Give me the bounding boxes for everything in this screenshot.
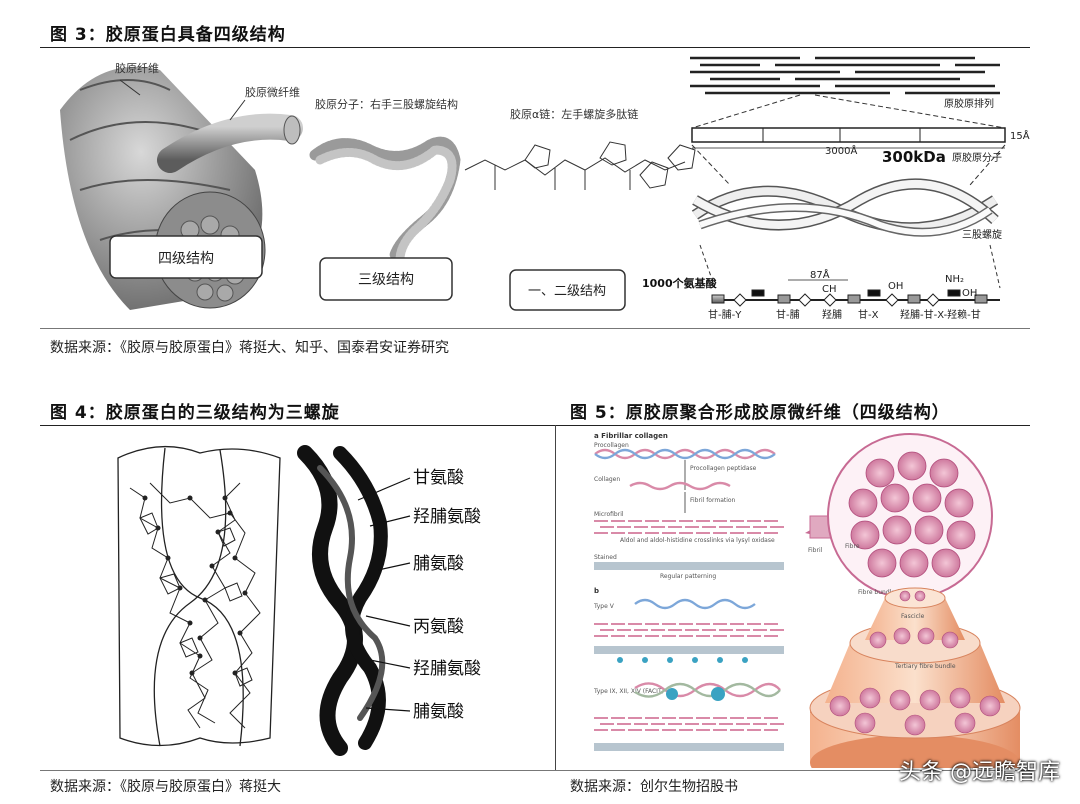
amino-acid-symbols: [711, 289, 988, 307]
figure-5-illustration: a Fibrillar collagen Procollagen Procoll…: [593, 432, 1021, 768]
figure-5-source: 数据来源：创尔生物招股书: [570, 779, 738, 795]
label-collagen-microfiber: 胶原微纤维: [245, 85, 300, 99]
label-triple-helix: 三股螺旋: [962, 228, 1002, 241]
label-300kda: 300kDa: [882, 148, 946, 166]
type-v-band: [594, 646, 784, 654]
label-nh2: NH₂: [945, 274, 964, 285]
figure-3-source: 数据来源：《胶原与胶原蛋白》蒋挺大、知乎、国泰君安证券研究: [50, 340, 449, 356]
collagen-helix-graphic: [629, 481, 731, 491]
label-b: b: [594, 587, 599, 595]
atom-nodes: [142, 495, 248, 676]
label-3000-angstrom: 3000Å: [825, 144, 857, 157]
facit-band: [594, 743, 784, 751]
figure-divider: [555, 425, 556, 770]
label-microfibril: Microfibril: [594, 511, 624, 518]
zoom-lines-lower: [699, 244, 1001, 289]
residue-label-3: 脯氨酸: [413, 554, 464, 574]
residue-label-4: 丙氨酸: [413, 617, 464, 637]
label-amino-count: 1000个氨基酸: [642, 276, 718, 290]
figure-4-panel: 甘氨酸 羟脯氨酸 脯氨酸 丙氨酸 羟脯氨酸 脯氨酸: [40, 428, 552, 768]
figure-5-panel: a Fibrillar collagen Procollagen Procoll…: [560, 428, 1030, 768]
figures-4-5-bottom-rule: [40, 770, 1030, 771]
label-peptidase: Procollagen peptidase: [690, 465, 757, 472]
label-alpha-chain: 胶原α链：左手螺旋多肽链: [510, 107, 638, 121]
triple-helix-cylinder-graphic: [117, 445, 281, 747]
label-fibril: Fibril: [808, 547, 823, 554]
label-primary-secondary: 一、二级结构: [528, 284, 606, 299]
label-regular-patterning: Regular patterning: [660, 573, 716, 580]
atom-network-graphic: [129, 482, 261, 729]
watermark: 头条 @远瞻智库: [899, 760, 1060, 785]
label-quaternary: 四级结构: [158, 251, 214, 267]
type-v-fibril-graphic: [594, 623, 785, 637]
type-v-dots: [617, 657, 748, 663]
figure-3-panel: 胶原纤维 胶原微纤维 四级结构 胶原分子：右手三股螺旋结构 三级结构 胶原α链：…: [40, 50, 1030, 325]
figure-4-title: 图 4：胶原蛋白的三级结构为三螺旋: [50, 403, 340, 423]
seq-label-4: 甘-X: [858, 308, 879, 321]
label-ch: CH: [822, 284, 837, 295]
zoom-lines: [691, 94, 1006, 186]
label-crosslinks: Aldol and aldol-histidine crosslinks via…: [620, 537, 775, 544]
label-fibre: Fibre: [845, 543, 860, 550]
primary-secondary-box: [509, 269, 626, 311]
tertiary-box: [319, 257, 453, 301]
triple-helix-graphic: [309, 136, 461, 265]
procollagen-arrangement-graphic: [690, 56, 1000, 95]
seq-label-3: 羟脯: [822, 308, 842, 321]
seq-label-1: 甘-脯-Y: [708, 308, 742, 321]
figure-4-illustration: 甘氨酸 羟脯氨酸 脯氨酸 丙氨酸 羟脯氨酸 脯氨酸: [117, 445, 481, 756]
facit-helix-graphic: [634, 682, 781, 698]
microfibril-graphic: [594, 520, 785, 534]
figure-3-top-rule: [40, 47, 1030, 48]
label-tertiary: 三级结构: [358, 272, 414, 288]
figures-4-5-top-rule: [40, 425, 1030, 426]
quaternary-box: [109, 235, 263, 279]
seq-label-2: 甘-脯: [776, 308, 800, 321]
fibre-bundle-graphic: [805, 433, 993, 599]
label-procollagen: Procollagen: [594, 442, 629, 449]
label-tertiary-bundle: Tertiary fibre bundle: [894, 663, 956, 670]
label-fascicle: Fascicle: [901, 613, 925, 620]
label-collagen-fiber: 胶原纤维: [115, 61, 159, 75]
figure-3-illustration: 胶原纤维 胶原微纤维 四级结构 胶原分子：右手三股螺旋结构 三级结构 胶原α链：…: [60, 56, 1030, 321]
seq-label-5: 羟脯-甘-X-羟赖-甘: [900, 308, 981, 321]
residue-pointer-lines: [357, 477, 411, 712]
residue-label-6: 脯氨酸: [413, 702, 464, 722]
stained-band: [594, 562, 784, 570]
label-oh-1: OH: [888, 281, 903, 292]
label-type-v: Type V: [593, 603, 615, 610]
fascicle-cone-graphic: [809, 587, 1021, 768]
space-filling-helix-graphic: [297, 445, 388, 756]
label-oh-2: OH: [962, 288, 977, 299]
label-15-angstrom: 15Å: [1010, 129, 1030, 142]
figure-3-title: 图 3：胶原蛋白具备四级结构: [50, 25, 286, 45]
residue-label-2: 羟脯氨酸: [413, 507, 481, 527]
label-procollagen-molecule: 原胶原分子: [952, 151, 1002, 164]
figure-3-bottom-rule: [40, 328, 1030, 329]
facit-fibril-graphic: [594, 717, 785, 731]
label-collagen: Collagen: [594, 476, 620, 483]
procollagen-helix-graphic: [594, 448, 776, 460]
residue-label-1: 甘氨酸: [413, 468, 464, 488]
label-arrangement: 原胶原排列: [944, 97, 994, 110]
triple-helix-rope-graphic: [691, 178, 999, 237]
residue-label-5: 羟脯氨酸: [413, 659, 481, 679]
label-facit: Type IX, XII, XIV (FACIT): [593, 688, 664, 695]
label-a-fibrillar: a Fibrillar collagen: [594, 432, 668, 440]
type-v-helix-graphic: [634, 598, 756, 610]
figure-5-title: 图 5：原胶原聚合形成胶原微纤维（四级结构）: [570, 403, 950, 423]
label-fibril-formation: Fibril formation: [690, 497, 736, 504]
label-87-angstrom: 87Å: [810, 268, 830, 281]
label-collagen-molecule: 胶原分子：右手三股螺旋结构: [315, 97, 458, 111]
figure-4-source: 数据来源：《胶原与胶原蛋白》蒋挺大: [50, 779, 281, 795]
alpha-chain-structure-graphic: [464, 141, 696, 190]
label-stained: Stained: [594, 554, 617, 561]
procollagen-molecule-bar: [691, 127, 1006, 143]
